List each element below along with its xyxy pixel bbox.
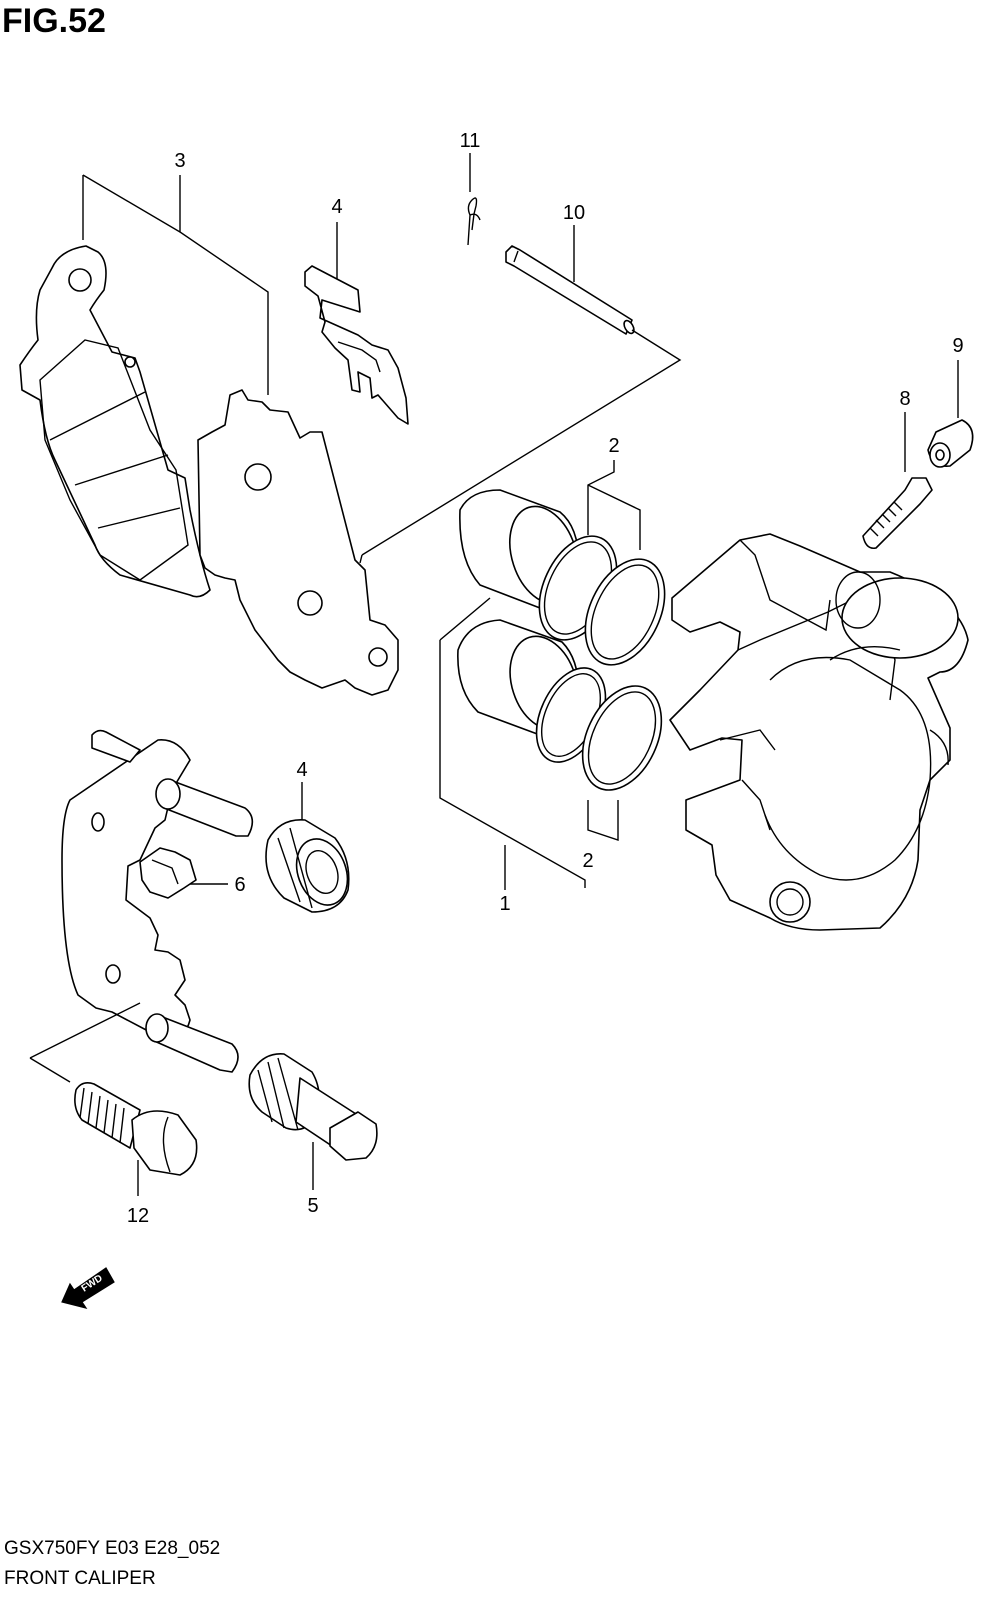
callout-7: 6 xyxy=(234,874,245,896)
figure-title: FIG.52 xyxy=(2,2,106,40)
callout-5: 4 xyxy=(296,759,307,781)
bracket-clip[interactable]: 6 xyxy=(139,847,246,899)
model-code: GSX750FY E03 E28_052 xyxy=(4,1538,221,1559)
pad-pin-clip[interactable]: 11 xyxy=(460,130,481,246)
fwd-arrow-icon: FWD xyxy=(61,1267,115,1309)
slide-pin[interactable]: 5 xyxy=(248,1053,378,1217)
callout-11: 11 xyxy=(460,130,481,152)
callout-2-lower: 2 xyxy=(582,850,593,872)
caliper-bracket[interactable] xyxy=(29,729,254,1083)
callout-1: 1 xyxy=(499,893,510,915)
callout-9: 9 xyxy=(952,335,963,357)
callout-6: 5 xyxy=(307,1195,318,1217)
pad-spring[interactable]: 4 xyxy=(304,196,409,425)
callout-4: 4 xyxy=(331,196,342,218)
pad-pin[interactable]: 10 xyxy=(359,202,682,564)
mounting-bolt[interactable]: 12 xyxy=(74,1082,198,1227)
callout-10: 10 xyxy=(563,202,585,224)
caliper-body[interactable] xyxy=(669,533,969,931)
callout-12: 12 xyxy=(127,1205,149,1227)
section-name: FRONT CALIPER xyxy=(4,1568,156,1589)
bleeder-valve[interactable]: 8 xyxy=(862,388,933,550)
piston-and-seal-set[interactable]: 2 2 1 xyxy=(439,435,680,915)
rubber-boot[interactable]: 4 xyxy=(265,759,356,913)
bleeder-cap[interactable]: 9 xyxy=(927,335,974,468)
callout-2-upper: 2 xyxy=(608,435,619,457)
callout-3: 3 xyxy=(174,150,185,172)
callout-8: 8 xyxy=(899,388,910,410)
brake-pad-set[interactable]: 3 xyxy=(19,150,399,696)
